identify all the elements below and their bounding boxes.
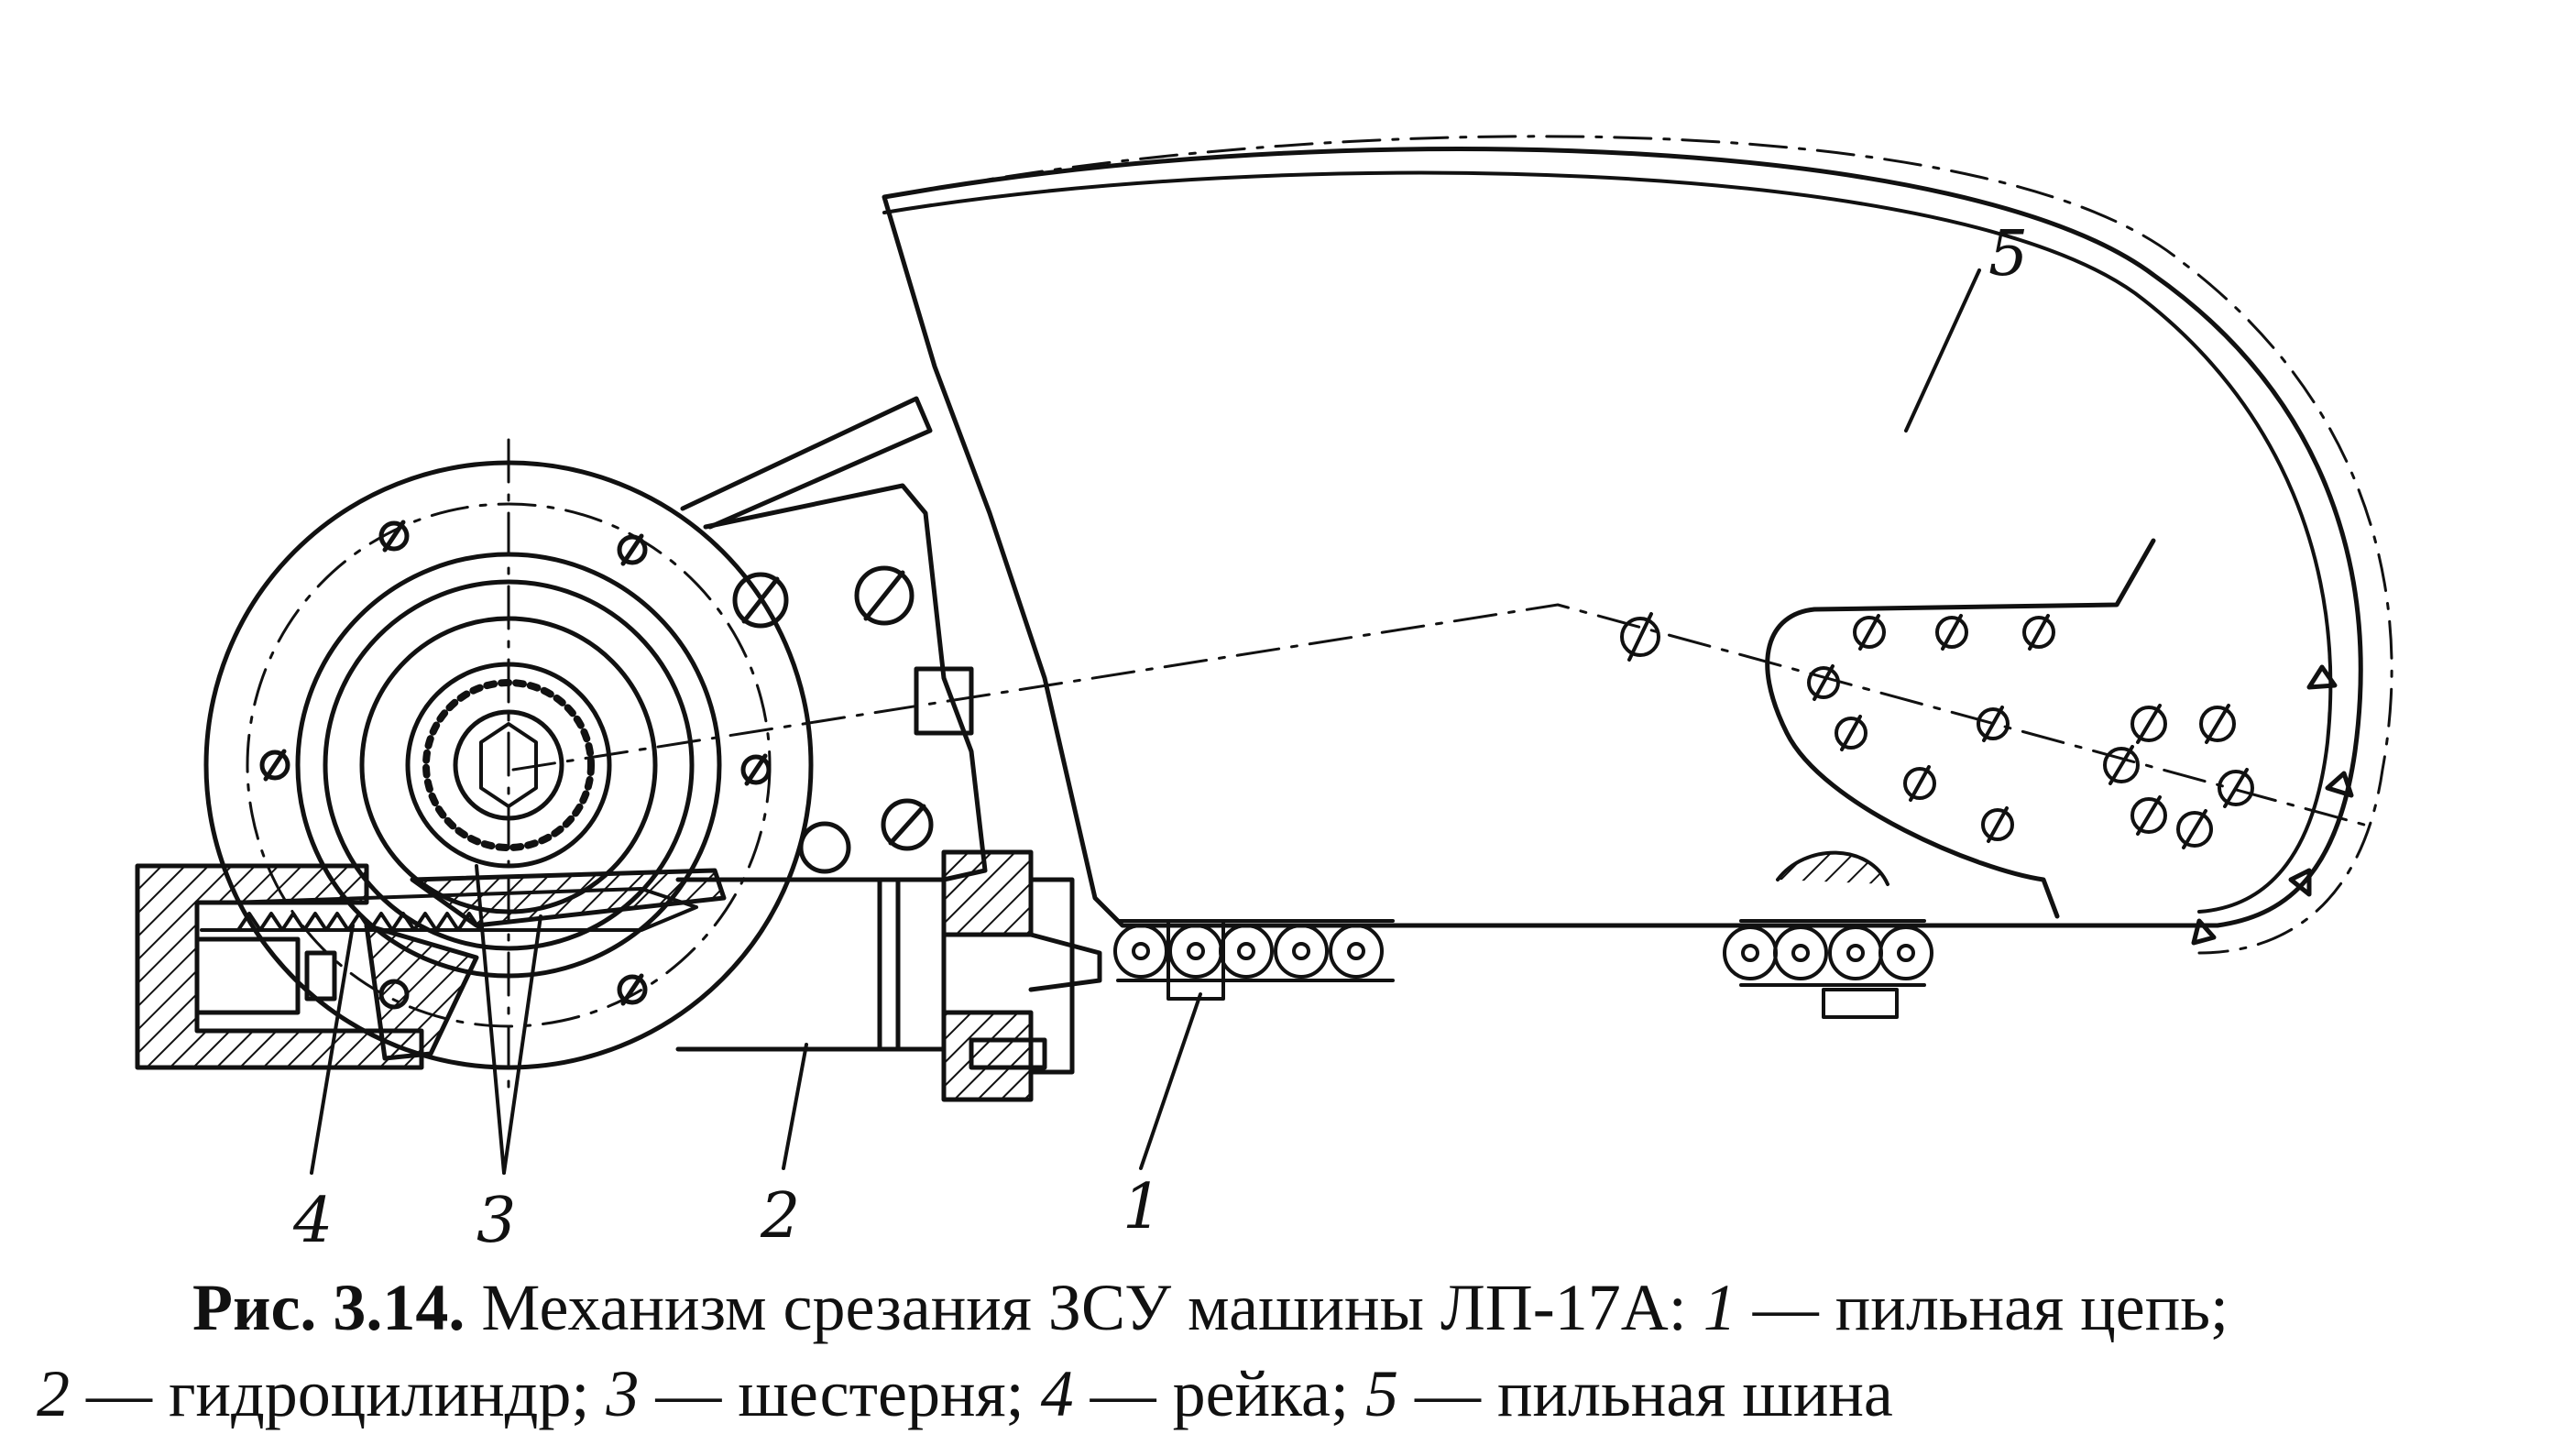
- caption-line-1: Рис. 3.14. Механизм срезания ЗСУ машины …: [37, 1264, 2529, 1351]
- figure-caption: Рис. 3.14. Механизм срезания ЗСУ машины …: [37, 1264, 2529, 1437]
- gear-disc: [203, 438, 814, 1101]
- bar-bolts: [1620, 612, 2254, 849]
- label-4: 4: [292, 1185, 333, 1257]
- caption-t2: — гидроцилиндр;: [86, 1357, 590, 1430]
- saw-chain: [1113, 850, 1933, 1019]
- caption-t3: — шестерня;: [655, 1357, 1024, 1430]
- caption-n3: 3: [606, 1357, 640, 1430]
- caption-t5: — пильная шина: [1414, 1357, 1893, 1430]
- housing-bracket: [680, 396, 988, 882]
- caption-line-2: 2 — гидроцилиндр; 3 — шестерня; 4 — рейк…: [37, 1351, 2529, 1437]
- label-3: 3: [476, 1185, 516, 1257]
- caption-n4: 4: [1040, 1357, 1074, 1430]
- center-line: [511, 603, 2366, 827]
- hydraulic-cylinder: [675, 849, 1102, 1102]
- caption-n5: 5: [1364, 1357, 1398, 1430]
- label-2: 2: [760, 1180, 800, 1253]
- saw-bar-outline: [882, 135, 2393, 955]
- rack-housing: [135, 863, 727, 1070]
- leader-lines: [310, 268, 1981, 1175]
- caption-title: Механизм срезания ЗСУ машины ЛП-17А:: [481, 1271, 1687, 1344]
- label-1: 1: [1123, 1171, 1162, 1243]
- caption-fig-number: Рис. 3.14.: [192, 1271, 465, 1344]
- caption-n2: 2: [37, 1357, 70, 1430]
- caption-n1: 1: [1703, 1271, 1736, 1344]
- caption-t1: — пильная цепь;: [1752, 1271, 2229, 1344]
- label-5: 5: [1988, 218, 2028, 290]
- caption-t4: — рейка;: [1090, 1357, 1349, 1430]
